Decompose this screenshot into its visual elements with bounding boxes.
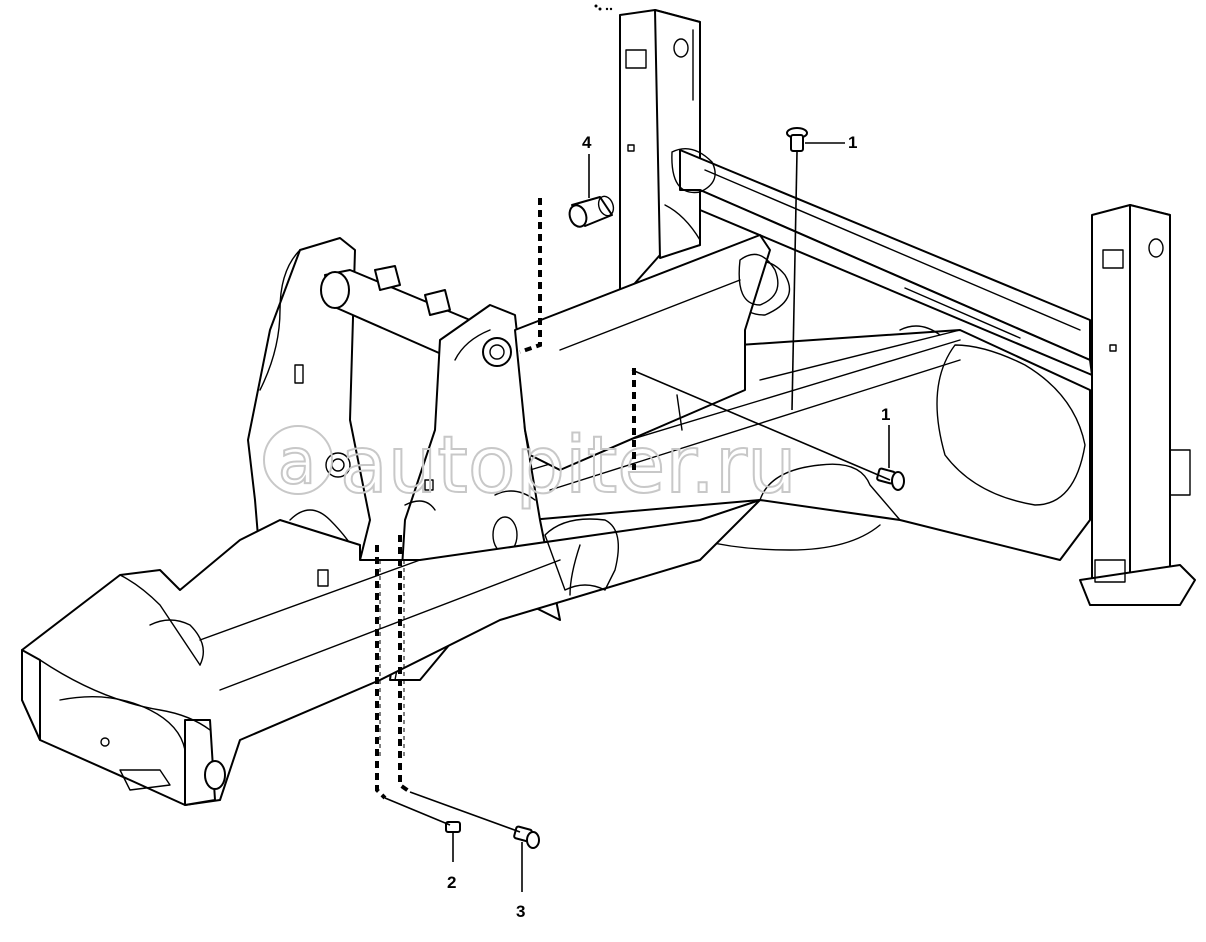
top-speck-mark xyxy=(594,4,613,11)
callout-1-right: 1 xyxy=(881,405,890,468)
pin-icon-3 xyxy=(513,825,540,849)
pin-icon xyxy=(786,127,808,152)
right-boom-plate xyxy=(514,234,779,471)
autopiter-logo-icon: a xyxy=(263,424,333,499)
part-4-assembly-line xyxy=(519,198,542,354)
callout-2: 2 xyxy=(447,832,456,892)
part-2-assembly-line xyxy=(375,545,387,800)
part-3-assembly-line xyxy=(398,535,412,794)
callout-1-top-label: 1 xyxy=(848,133,857,152)
watermark-text: autopiter.ru xyxy=(340,421,797,511)
pin-icon-right xyxy=(876,467,905,491)
bushing-icon xyxy=(568,195,615,228)
part-1-top-assembly-line xyxy=(791,151,798,411)
front-chassis xyxy=(21,499,761,806)
callout-3-label: 3 xyxy=(516,902,525,921)
callout-1-right-label: 1 xyxy=(881,405,890,424)
part-1-right-assembly-line xyxy=(631,369,891,481)
callout-4-label: 4 xyxy=(582,133,592,152)
callout-1-top: 1 xyxy=(805,133,857,152)
svg-text:a: a xyxy=(278,425,316,498)
lower-brackets xyxy=(404,479,619,596)
watermark: a autopiter.ru xyxy=(263,420,798,512)
callout-3: 3 xyxy=(516,842,525,921)
rear-upright-right xyxy=(1079,204,1196,606)
callout-4: 4 xyxy=(582,133,592,198)
rear-upright-left xyxy=(619,9,701,301)
callout-2-label: 2 xyxy=(447,873,456,892)
